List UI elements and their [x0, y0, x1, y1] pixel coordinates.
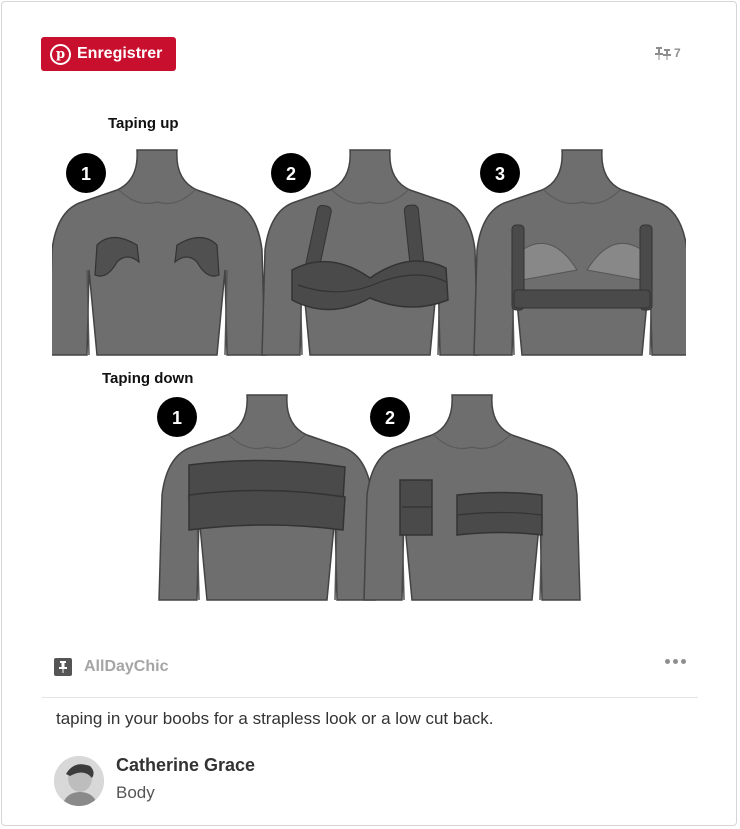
dot-icon — [665, 659, 670, 664]
svg-text:1: 1 — [81, 164, 91, 184]
figure-down-2 — [363, 394, 581, 601]
more-options-button[interactable] — [665, 659, 686, 664]
source-link[interactable]: AllDayChic — [84, 658, 169, 675]
repin-count-value: 7 — [674, 46, 681, 60]
save-button-label: Enregistrer — [77, 45, 163, 62]
figure-down-1 — [158, 394, 376, 601]
step-badge-down-2: 2 — [370, 397, 410, 437]
section-label-taping-down: Taping down — [102, 370, 193, 387]
avatar-image — [54, 756, 104, 806]
dot-icon — [673, 659, 678, 664]
step-badge-up-1: 1 — [66, 153, 106, 193]
step-badge-up-3: 3 — [480, 153, 520, 193]
dot-icon — [681, 659, 686, 664]
svg-text:2: 2 — [385, 408, 395, 428]
pushpin-icon — [655, 47, 671, 60]
repin-count: 7 — [655, 44, 681, 62]
svg-text:2: 2 — [286, 164, 296, 184]
step-badge-up-2: 2 — [271, 153, 311, 193]
pinner-name[interactable]: Catherine Grace — [116, 755, 256, 775]
figure-up-3 — [473, 149, 686, 356]
divider — [42, 697, 698, 698]
save-button[interactable]: p Enregistrer — [41, 37, 176, 71]
figure-up-1 — [52, 149, 266, 356]
pinterest-logo-icon: p — [50, 43, 71, 65]
section-label-taping-up: Taping up — [108, 115, 179, 132]
step-badge-down-1: 1 — [157, 397, 197, 437]
pin-icon — [54, 658, 72, 676]
avatar[interactable] — [54, 756, 104, 806]
pin-description: taping in your boobs for a strapless loo… — [56, 709, 494, 728]
svg-text:1: 1 — [172, 408, 182, 428]
svg-text:3: 3 — [495, 164, 505, 184]
board-name[interactable]: Body — [116, 783, 155, 802]
figure-up-2 — [261, 149, 479, 356]
pin-image[interactable]: Taping up 1 2 3 Taping down — [52, 110, 686, 606]
source-row: AllDayChic — [54, 655, 686, 679]
